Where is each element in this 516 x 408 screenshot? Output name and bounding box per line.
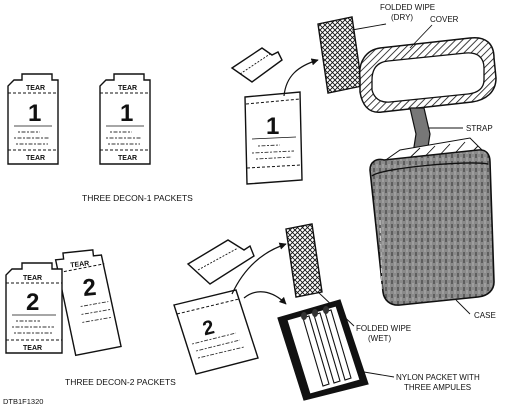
folded-wipe-wet-label: FOLDED WIPE (356, 324, 411, 333)
tear-label: TEAR (23, 345, 42, 352)
arrow-wet-wipe (231, 242, 287, 295)
folded-wipe-wet (285, 223, 323, 298)
case-cover (358, 36, 497, 113)
decon1-packet-a: TEAR 1 TEAR (7, 73, 59, 165)
figure-code: DTB1F1320 (3, 397, 43, 406)
kit-case (369, 137, 495, 306)
packet-number: 2 (26, 289, 39, 316)
caption-decon1: THREE DECON-1 PACKETS (82, 193, 193, 203)
decon1-torn-tab (230, 47, 283, 83)
decon2-torn-tab (186, 239, 255, 285)
folded-wipe-dry (317, 16, 363, 94)
leader-wipe-dry (351, 23, 387, 31)
leader-nylon (363, 371, 395, 378)
packet-number: 1 (266, 113, 279, 140)
decon1-packet-b: TEAR 1 TEAR (99, 73, 151, 165)
folded-wipe-dry-label: FOLDED WIPE (380, 3, 435, 12)
decon1-opened-packet: 1 (244, 91, 303, 185)
ampule (312, 309, 341, 384)
tear-label: TEAR (26, 85, 45, 92)
cover-label: COVER (430, 15, 459, 24)
decon2-packet-front: TEAR 2 TEAR (5, 262, 63, 354)
packet-number: 1 (120, 100, 133, 127)
tear-label: TEAR (26, 155, 45, 162)
packet-number: 1 (28, 100, 41, 127)
ampule (323, 306, 352, 381)
folded-wipe-wet-sub: (WET) (368, 334, 391, 343)
folded-wipe-dry-sub: (DRY) (391, 13, 413, 22)
arrow-nylon-packet (243, 291, 287, 305)
tear-label: TEAR (23, 275, 42, 282)
nylon-packet (277, 299, 369, 401)
tear-label: TEAR (70, 260, 90, 269)
case-label: CASE (474, 311, 496, 320)
nylon-packet-sub: THREE AMPULES (404, 383, 471, 392)
nylon-packet-label: NYLON PACKET WITH (396, 373, 480, 382)
packet-number: 2 (81, 274, 97, 302)
packet-number: 2 (201, 316, 217, 340)
arrow-wipe-out (283, 58, 319, 97)
tear-label: TEAR (118, 85, 137, 92)
ampule (301, 312, 330, 387)
decon2-opened-packet: 2 (173, 289, 259, 375)
strap-label: STRAP (466, 124, 493, 133)
tear-label: TEAR (118, 155, 137, 162)
caption-decon2: THREE DECON-2 PACKETS (65, 377, 176, 387)
leader-cover (409, 24, 433, 49)
leader-case (455, 299, 471, 315)
decon2-packet-back: TEAR 2 (54, 249, 122, 357)
